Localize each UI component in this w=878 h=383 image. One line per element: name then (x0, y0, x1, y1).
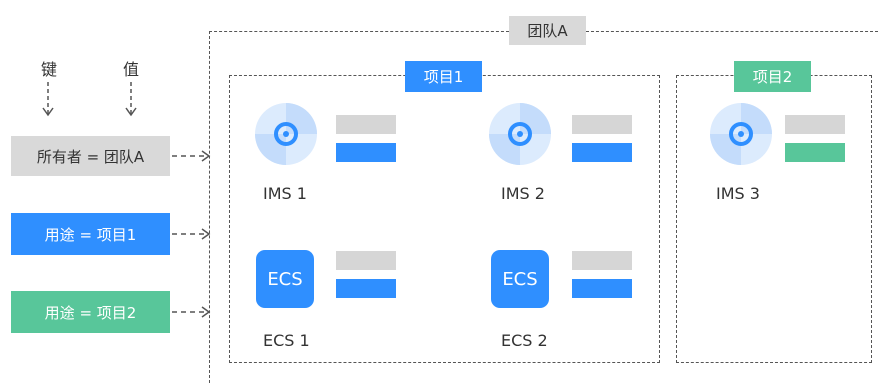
ecs1-name: ECS 1 (263, 331, 310, 350)
disk-image-icon (255, 103, 317, 165)
team-a-border-left (209, 31, 210, 383)
key-down-arrow-icon (42, 82, 54, 117)
ecs1-tag-value-bar (336, 279, 396, 298)
project-1-label: 项目1 (405, 61, 482, 92)
disk-image-icon (710, 103, 772, 165)
ims2-tag-key-bar (572, 115, 632, 134)
ims2-name: IMS 2 (501, 184, 545, 203)
team-a-border-top-left (209, 31, 509, 32)
disk-image-icon (489, 103, 551, 165)
value-header: 值 (123, 60, 140, 79)
ims2-tag-value-bar (572, 143, 632, 162)
ecs1-tag-key-bar (336, 251, 396, 270)
ims1-name: IMS 1 (263, 184, 307, 203)
ecs2-tag-key-bar (572, 251, 632, 270)
ims3-name: IMS 3 (716, 184, 760, 203)
ims1-tag-value-bar (336, 143, 396, 162)
project-2-label: 项目2 (734, 61, 811, 92)
ecs2-tag-value-bar (572, 279, 632, 298)
ims1-tag-key-bar (336, 115, 396, 134)
tag-owner-team-a: 所有者 = 团队A (11, 136, 170, 176)
ims3-tag-key-bar (785, 115, 845, 134)
tag-usage-project-2: 用途 = 项目2 (11, 291, 170, 333)
team-a-border-top-right (586, 31, 878, 32)
key-header: 键 (41, 60, 58, 79)
value-down-arrow-icon (125, 82, 137, 117)
team-a-label: 团队A (509, 16, 586, 45)
ecs-server-icon: ECS (256, 250, 314, 308)
tag-usage-project-1: 用途 = 项目1 (11, 213, 170, 255)
ecs2-name: ECS 2 (501, 331, 548, 350)
ecs-server-icon: ECS (491, 250, 549, 308)
ims3-tag-value-bar (785, 143, 845, 162)
